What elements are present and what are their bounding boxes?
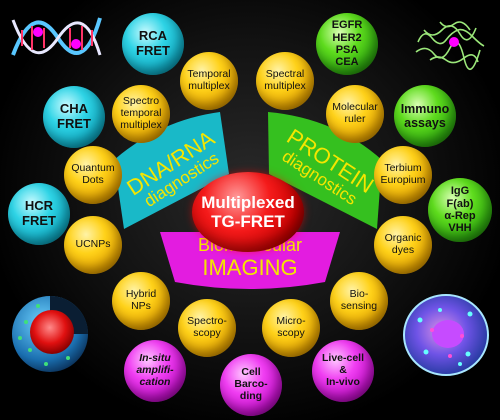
- imaging-sector: [160, 232, 340, 289]
- in-situ-sphere: In-situ amplifi- cation: [124, 340, 186, 402]
- live-cell-sphere: Live-cell & In-vivo: [312, 340, 374, 402]
- immuno-assays-sphere: Immuno assays: [394, 85, 456, 147]
- temporal-multiplex-sphere: Temporal multiplex: [180, 52, 238, 110]
- biosensing-sphere: Bio- sensing: [330, 272, 388, 330]
- center-sphere: Multiplexed TG-FRET: [192, 172, 304, 252]
- quantum-dots-sphere: Quantum Dots: [64, 146, 122, 204]
- spectral-multiplex-label: Spectral multiplex: [264, 68, 306, 92]
- immuno-assays-label: Immuno assays: [400, 102, 450, 130]
- live-cell-label: Live-cell & In-vivo: [321, 352, 365, 388]
- molecular-ruler-sphere: Molecular ruler: [326, 85, 384, 143]
- spectroscopy-label: Spectro- scopy: [187, 315, 227, 339]
- egfr-markers-label: EGFR HER2 PSA CEA: [331, 19, 363, 69]
- microscopy-label: Micro- scopy: [276, 315, 306, 339]
- temporal-multiplex-label: Temporal multiplex: [187, 68, 231, 92]
- ucnps-label: UCNPs: [75, 238, 111, 251]
- nanoparticle-cutaway-icon: [12, 296, 88, 372]
- hybrid-nps-label: Hybrid NPs: [125, 288, 157, 312]
- spectro-temporal-label: Spectro temporal multiplex: [120, 95, 162, 131]
- ucnps-sphere: UCNPs: [64, 216, 122, 274]
- rca-fret-sphere: RCA FRET: [122, 13, 184, 75]
- hcr-fret-sphere: HCR FRET: [8, 183, 70, 245]
- cell-icon: [403, 294, 489, 376]
- biosensing-label: Bio- sensing: [340, 288, 378, 312]
- rca-fret-label: RCA FRET: [136, 28, 170, 58]
- spectro-temporal-sphere: Spectro temporal multiplex: [112, 85, 170, 143]
- hybrid-nps-sphere: Hybrid NPs: [112, 272, 170, 330]
- spectral-multiplex-sphere: Spectral multiplex: [256, 52, 314, 110]
- molecular-ruler-label: Molecular ruler: [332, 101, 378, 125]
- antibody-formats-label: IgG F(ab) α-Rep VHH: [444, 185, 476, 235]
- center-line1: Multiplexed: [201, 192, 295, 212]
- in-situ-label: In-situ amplifi- cation: [136, 352, 174, 388]
- organic-dyes-label: Organic dyes: [384, 232, 422, 256]
- quantum-dots-label: Quantum Dots: [71, 162, 115, 186]
- hcr-fret-label: HCR FRET: [22, 198, 56, 228]
- cha-fret-sphere: CHA FRET: [43, 86, 105, 148]
- center-line2: TG-FRET: [211, 212, 285, 231]
- terbium-europium-label: Terbium Europium: [380, 162, 426, 186]
- protein-structure-icon: [415, 21, 485, 70]
- egfr-markers-sphere: EGFR HER2 PSA CEA: [316, 13, 378, 75]
- cha-fret-label: CHA FRET: [57, 101, 91, 131]
- microscopy-sphere: Micro- scopy: [262, 299, 320, 357]
- dna-helix-icon: [11, 17, 102, 56]
- cell-barcoding-label: Cell Barco- ding: [234, 366, 268, 402]
- cell-barcoding-sphere: Cell Barco- ding: [220, 354, 282, 416]
- antibody-formats-sphere: IgG F(ab) α-Rep VHH: [428, 178, 492, 242]
- spectroscopy-sphere: Spectro- scopy: [178, 299, 236, 357]
- imaging-label-line2: IMAGING: [202, 254, 298, 280]
- organic-dyes-sphere: Organic dyes: [374, 216, 432, 274]
- terbium-europium-sphere: Terbium Europium: [374, 146, 432, 204]
